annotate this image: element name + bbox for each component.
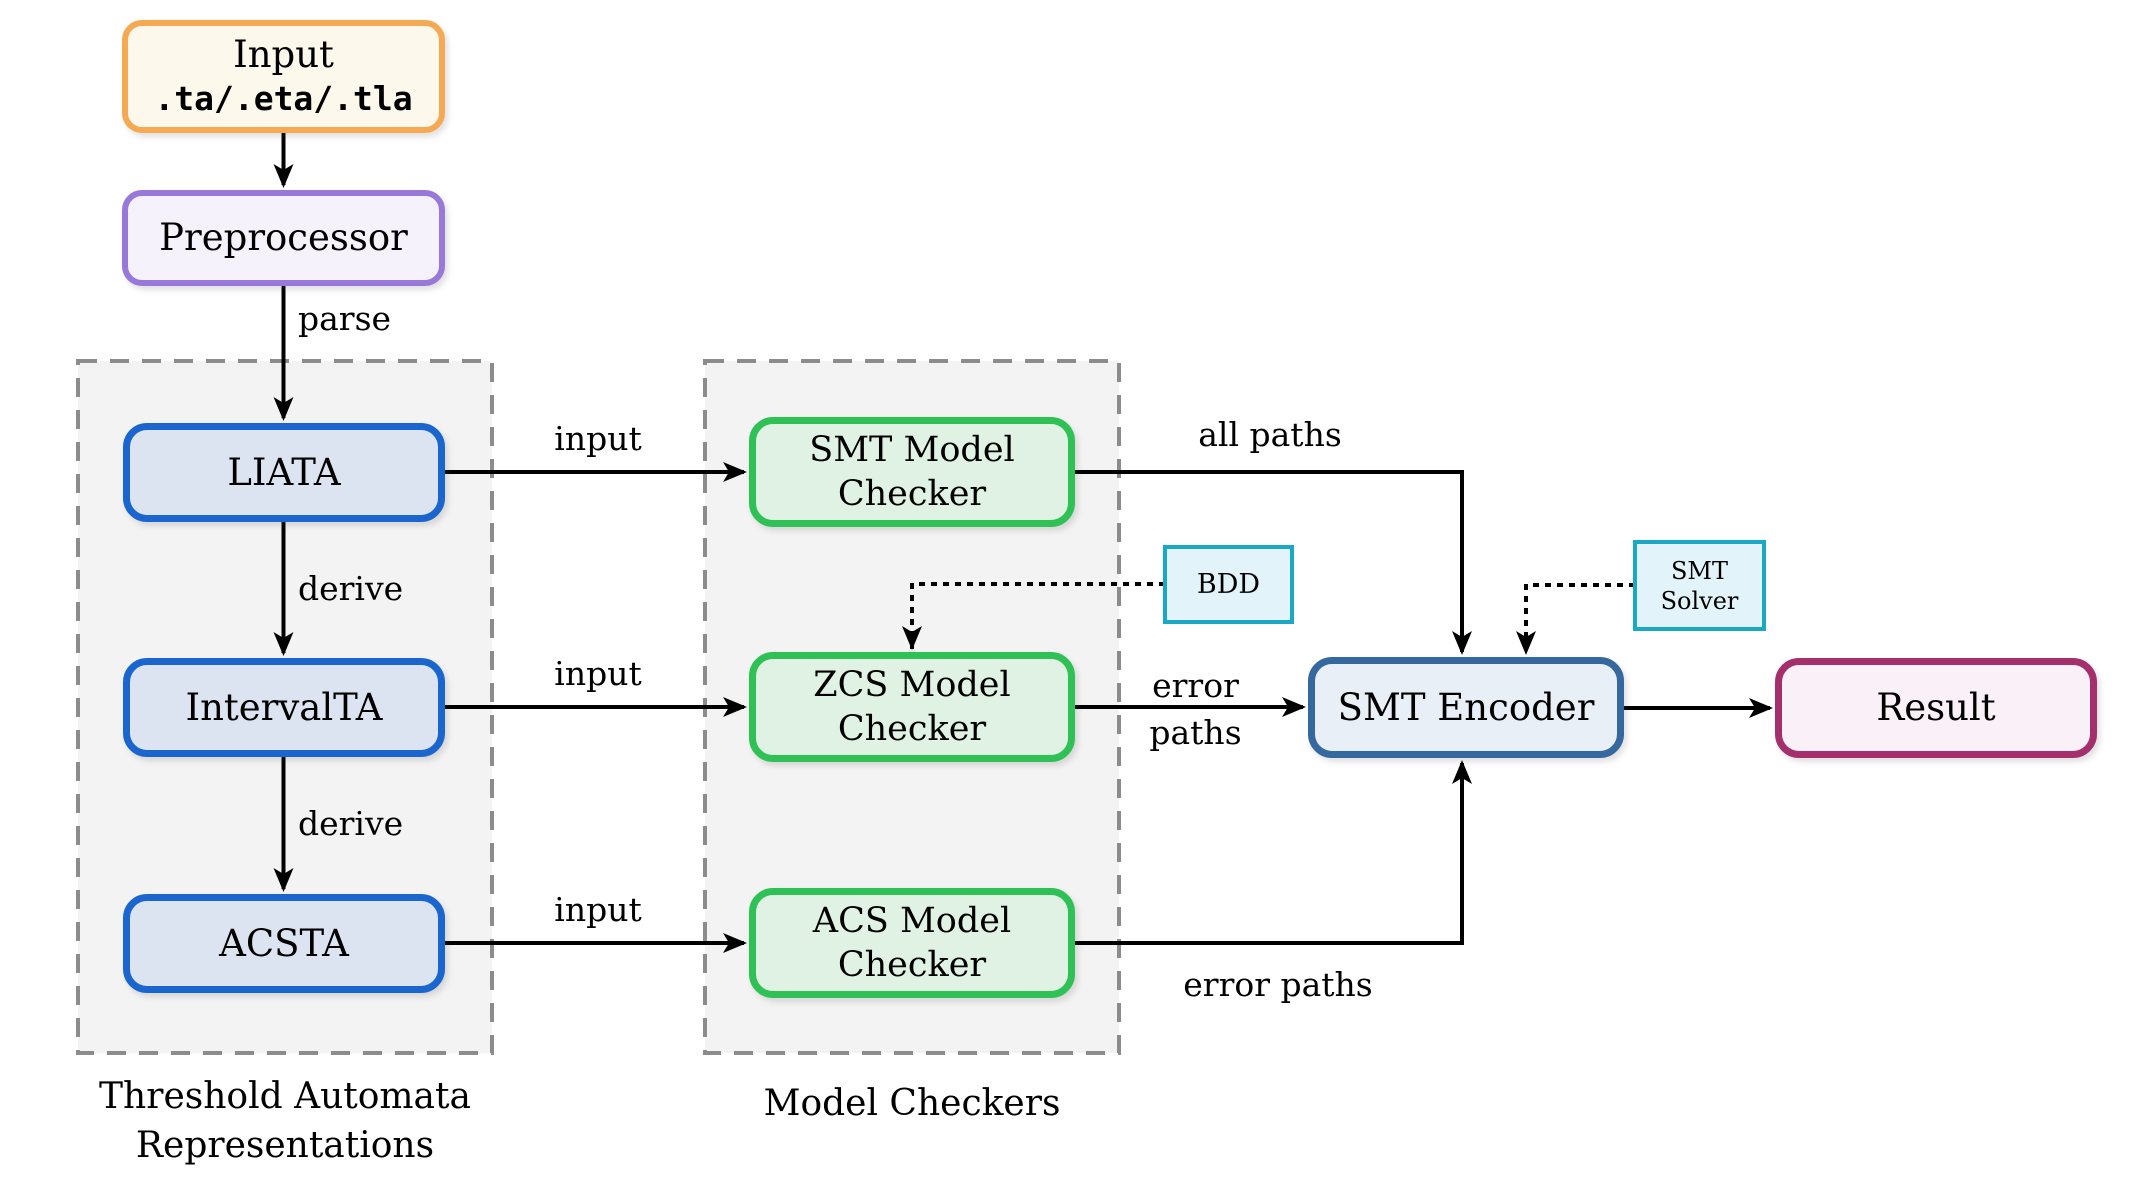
intervalta-label: IntervalTA (185, 685, 383, 729)
node-zcs-model-checker: ZCS Model Checker (749, 652, 1075, 762)
edge-label-error-paths-zcs: error paths (1128, 662, 1263, 756)
liata-label: LIATA (227, 450, 341, 494)
edge-label-derive-liata-intervalta: derive (298, 569, 404, 608)
bdd-label: BDD (1196, 569, 1261, 600)
arrow-bdd-to-zcs-model-checker (902, 582, 1165, 650)
node-acs-model-checker: ACS Model Checker (749, 888, 1075, 998)
result-label: Result (1876, 686, 1996, 729)
zcs-model-checker-line2: Checker (837, 709, 987, 749)
edge-label-input-acsta: input (554, 890, 642, 929)
node-smt-encoder: SMT Encoder (1308, 657, 1624, 758)
node-input-file: Input .ta/.eta/.tla (122, 20, 445, 133)
edge-label-input-intervalta: input (554, 654, 642, 693)
smt-encoder-label: SMT Encoder (1337, 685, 1595, 729)
node-bdd: BDD (1163, 545, 1294, 624)
node-liata: LIATA (123, 423, 445, 522)
node-acsta: ACSTA (123, 894, 445, 993)
edge-label-error-paths-acs: error paths (1183, 965, 1373, 1004)
input-file-title: Input (233, 32, 334, 76)
node-preprocessor: Preprocessor (122, 190, 445, 286)
edge-label-derive-intervalta-acsta: derive (298, 804, 404, 843)
caption-threshold-automata: Threshold Automata Representations (60, 1072, 510, 1170)
edge-label-parse: parse (298, 299, 392, 338)
arrow-smt-solver-to-encoder (1516, 583, 1635, 655)
caption-model-checkers: Model Checkers (763, 1083, 1061, 1124)
edge-label-error-paths-zcs-line1: error (1152, 666, 1239, 705)
smt-model-checker-line2: Checker (837, 474, 987, 514)
edge-label-error-paths-zcs-line2: paths (1149, 713, 1242, 752)
edge-label-input-liata: input (554, 419, 642, 458)
arrow-smt-model-checker-to-encoder (1075, 470, 1472, 655)
caption-threshold-automata-line2: Representations (135, 1125, 435, 1166)
smt-model-checker-line1: SMT Model (809, 430, 1015, 470)
input-file-extensions: .ta/.eta/.tla (154, 78, 413, 118)
arrow-acs-model-checker-to-encoder (1075, 760, 1472, 945)
acs-model-checker-line1: ACS Model (812, 901, 1012, 941)
node-intervalta: IntervalTA (123, 658, 445, 757)
smt-solver-line2: Solver (1660, 586, 1739, 615)
acsta-label: ACSTA (219, 921, 349, 965)
node-smt-model-checker: SMT Model Checker (749, 417, 1075, 527)
acs-model-checker-line2: Checker (837, 945, 987, 985)
node-smt-solver: SMT Solver (1633, 540, 1766, 631)
caption-threshold-automata-line1: Threshold Automata (99, 1076, 471, 1117)
node-result: Result (1775, 658, 2097, 758)
zcs-model-checker-line1: ZCS Model (813, 665, 1011, 705)
smt-solver-line1: SMT (1670, 556, 1729, 585)
preprocessor-label: Preprocessor (159, 216, 408, 259)
edge-label-all-paths: all paths (1198, 415, 1342, 454)
